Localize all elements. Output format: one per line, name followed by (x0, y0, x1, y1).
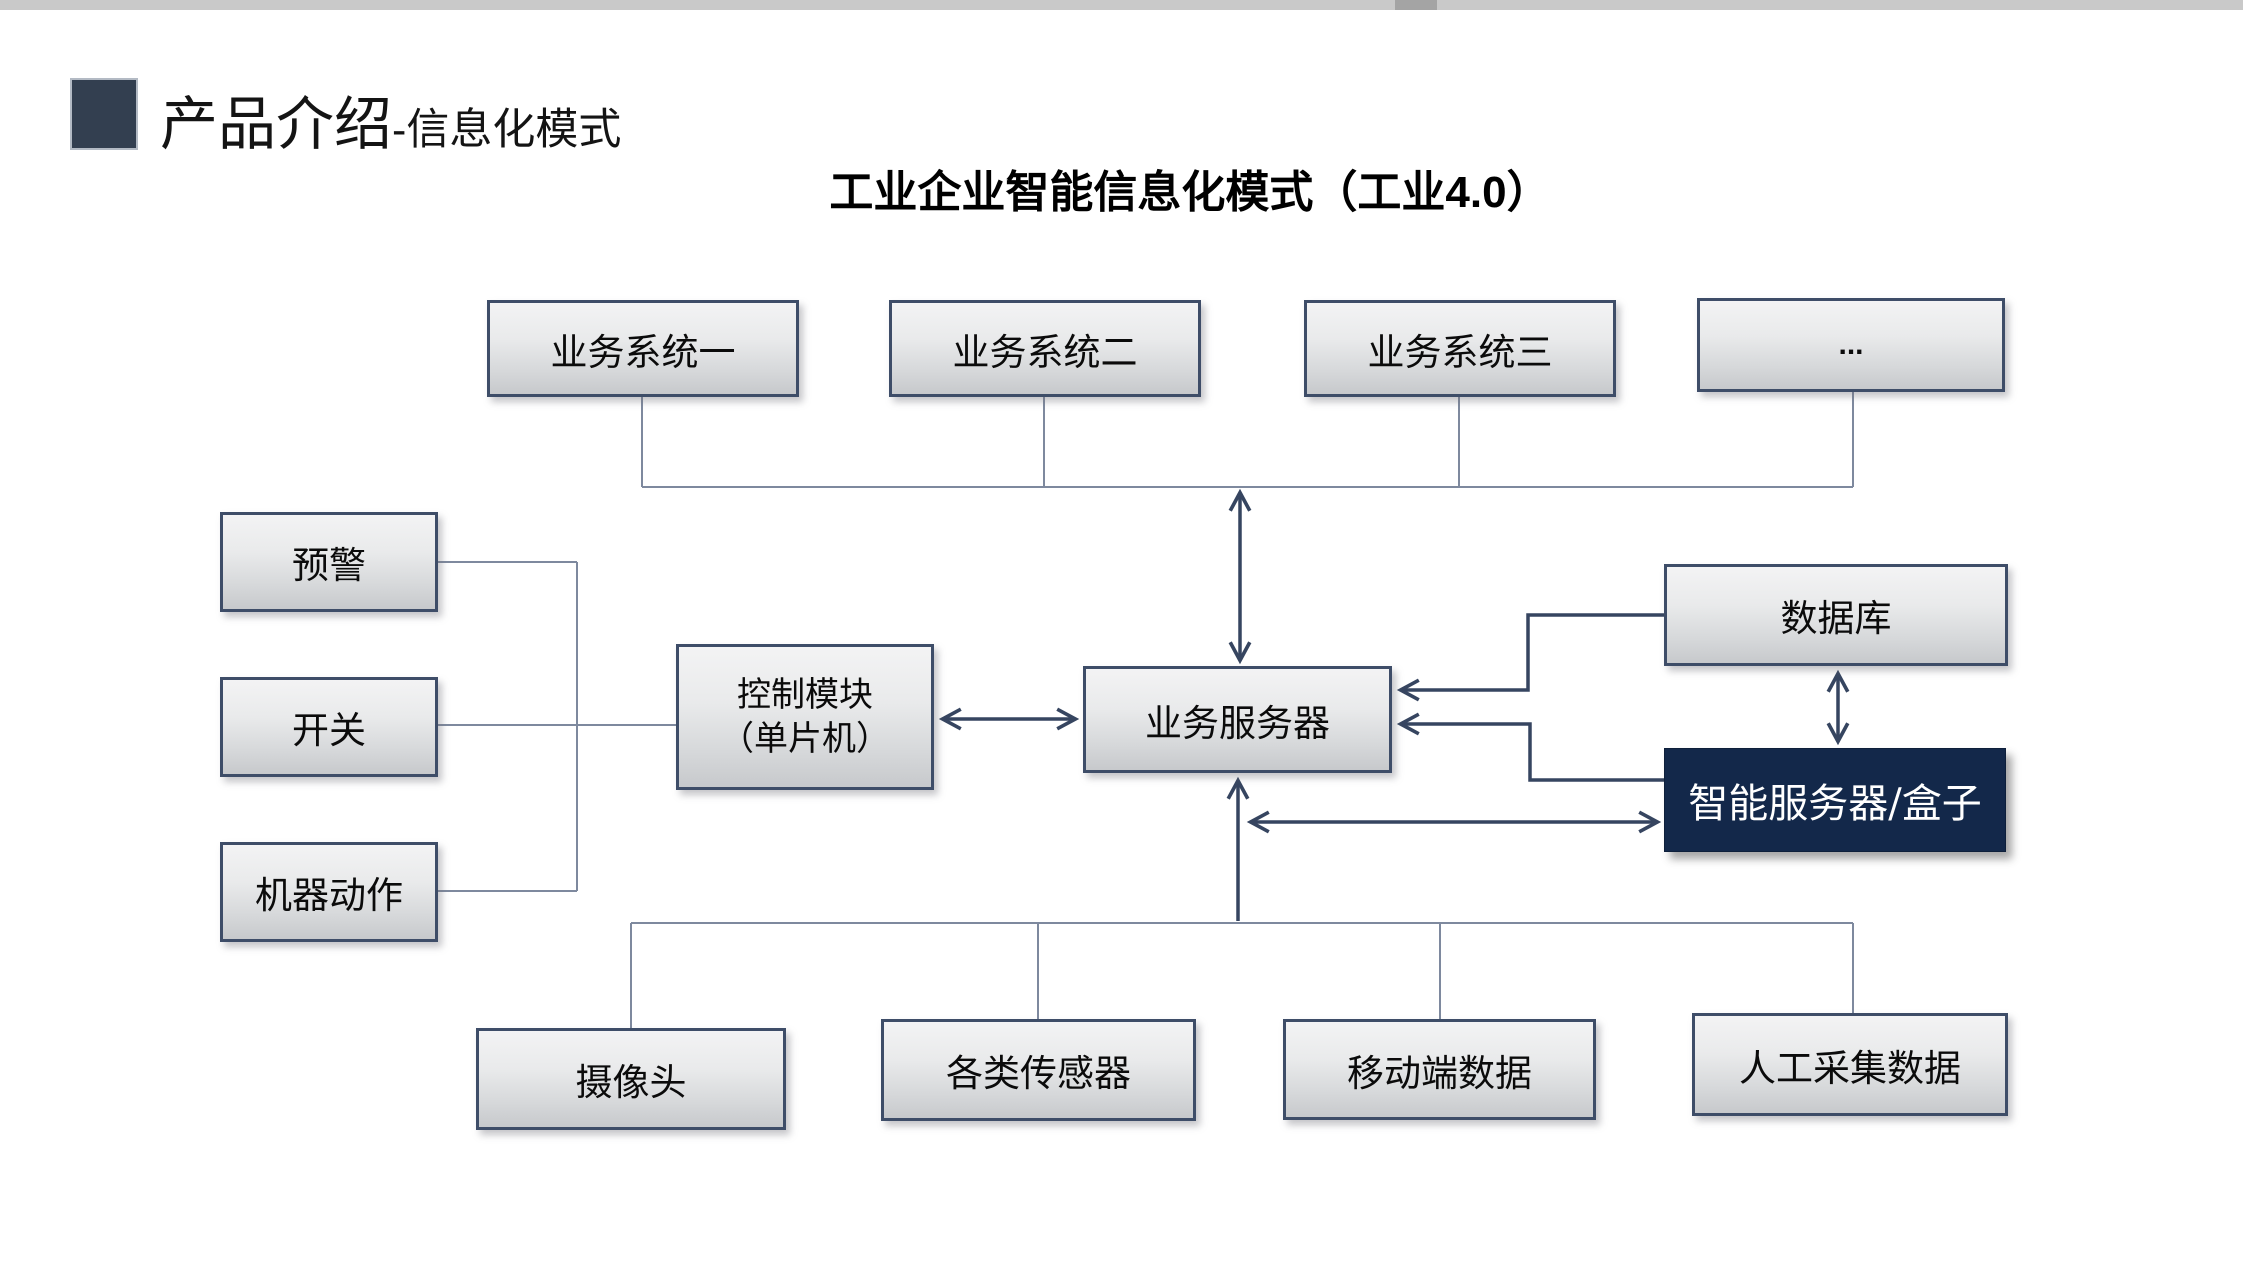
node-machine-action: 机器动作 (220, 842, 438, 942)
arrow-database-server (1396, 613, 1664, 702)
node-business-system-3: 业务系统三 (1304, 300, 1616, 397)
arrow-smartserver-server (1396, 712, 1666, 782)
node-mobile-data: 移动端数据 (1283, 1019, 1596, 1120)
node-smart-server: 智能服务器/盒子 (1664, 748, 2006, 852)
node-alert: 预警 (220, 512, 438, 612)
control-module-label-line2: （单片机） (720, 719, 890, 759)
node-database: 数据库 (1664, 564, 2008, 666)
header-bullet-square (70, 78, 138, 150)
node-sensors: 各类传感器 (881, 1019, 1196, 1121)
diagram-title: 工业企业智能信息化模式（工业4.0） (829, 168, 1551, 217)
node-business-server: 业务服务器 (1083, 666, 1392, 773)
node-more-systems: ... (1697, 298, 2005, 392)
node-business-system-2: 业务系统二 (889, 300, 1201, 397)
page-title-sub: -信息化模式 (392, 105, 622, 154)
page-title-main: 产品介绍 (160, 92, 393, 157)
node-control-module: 控制模块 （单片机） (676, 644, 934, 790)
node-camera: 摄像头 (476, 1028, 786, 1130)
horizontal-scrollbar (0, 0, 2243, 10)
page-title: 产品介绍-信息化模式 (160, 64, 1060, 154)
node-manual-data: 人工采集数据 (1692, 1013, 2008, 1116)
node-business-system-1: 业务系统一 (487, 300, 799, 397)
node-switch: 开关 (220, 677, 438, 777)
scrollbar-thumb[interactable] (1395, 0, 1437, 10)
control-module-label-line1: 控制模块 (737, 674, 873, 715)
